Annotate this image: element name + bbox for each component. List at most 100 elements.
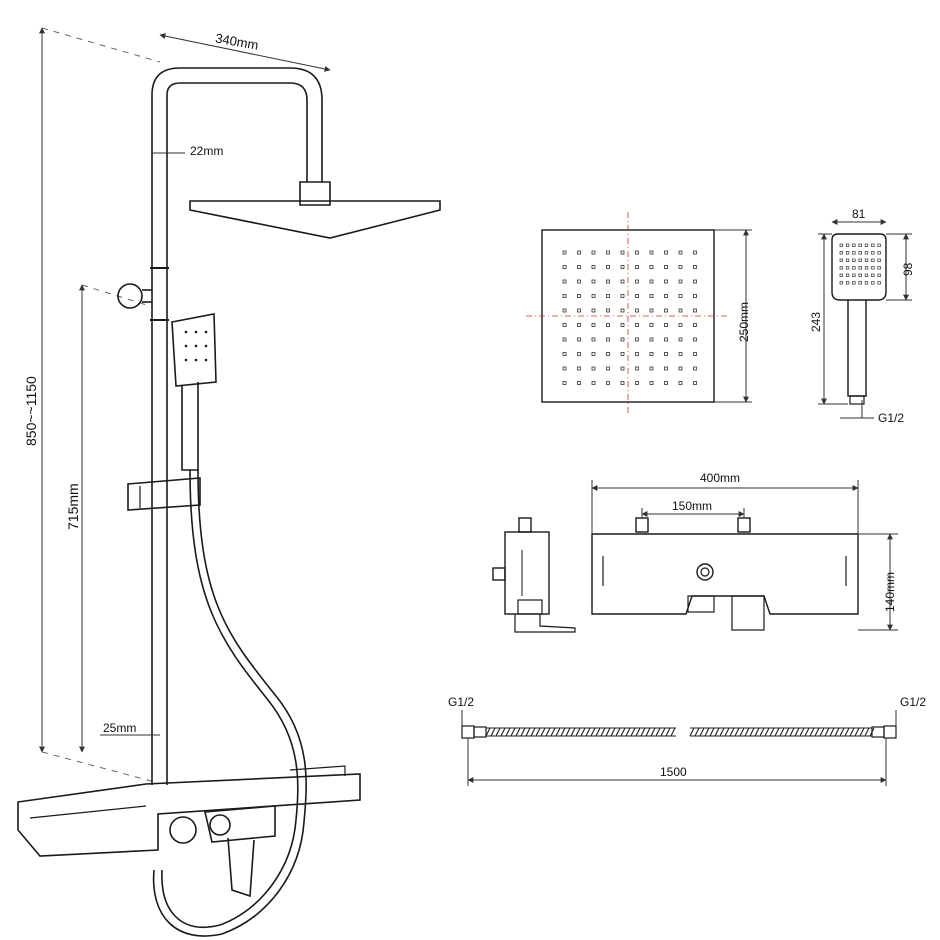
hand-nozzle-dot (839, 251, 843, 255)
nozzle-dot (606, 294, 610, 298)
nozzle-dot (606, 323, 610, 327)
hose-coil (515, 727, 521, 737)
nozzle-dot (678, 265, 683, 269)
hand-nozzle-dot (845, 266, 850, 270)
hand-nozzle-dot (845, 281, 850, 285)
hose-coil (709, 727, 715, 737)
nozzle-dot (562, 323, 567, 327)
nozzle-dot (635, 366, 639, 371)
hose-coil (580, 727, 586, 737)
nozzle-dot (649, 308, 654, 313)
nozzle-dot (620, 294, 625, 298)
nozzle-dot (577, 308, 581, 313)
hose-coil (605, 727, 611, 737)
hose-coil (774, 727, 780, 737)
hose-coil (575, 727, 581, 737)
nozzle-dot (577, 265, 581, 269)
nozzle-dot (693, 337, 697, 342)
hose-coil (525, 727, 531, 737)
nozzle-dot (635, 250, 639, 255)
hose-coil (645, 727, 651, 737)
hand-nozzle-dot (877, 266, 881, 270)
hand-nozzle-dot (852, 251, 856, 255)
nozzle-dot (577, 279, 581, 284)
thermostatic-shelf (17, 765, 361, 898)
nozzle-dot (693, 265, 697, 269)
dim-hose-length-label: 1500 (660, 765, 687, 779)
nozzle-dot (635, 294, 639, 298)
hose-coil (625, 727, 631, 737)
hose-coil (535, 727, 541, 737)
hand-nozzle-dot (858, 251, 862, 255)
hose-coil (704, 727, 710, 737)
hose-coil (610, 727, 616, 737)
shower-column-drawing: 340mm 22mm 850~~1150 715mm 25mm (17, 27, 441, 937)
hand-nozzle-dot (858, 243, 862, 247)
hose-coil (759, 727, 765, 737)
nozzle-dot (635, 265, 639, 269)
nozzle-dot (664, 265, 668, 269)
hose-right-thread-label: G1/2 (900, 695, 926, 709)
hose-coil (719, 727, 725, 737)
hose-coil (620, 727, 626, 737)
hand-nozzle-dot (858, 258, 862, 262)
hand-nozzle-dot (852, 273, 856, 277)
hose-coil (869, 727, 875, 737)
hand-shower-nozzles (839, 243, 881, 285)
dim-slide-height: 715mm (65, 284, 85, 753)
hose-coil (670, 727, 676, 737)
hose-coil (699, 727, 705, 737)
nozzle-dot (678, 323, 683, 327)
hand-nozzle-dot (845, 273, 850, 277)
dim-lower-diameter: 25mm (100, 721, 160, 736)
nozzle-dot (606, 352, 610, 356)
hose-coil (694, 727, 700, 737)
hose-coil (799, 727, 805, 737)
hand-nozzle-dot (852, 281, 856, 285)
nozzle-dot (678, 308, 683, 313)
hose-coil (854, 727, 860, 737)
nozzle-dot (693, 250, 697, 255)
hose-coil (724, 727, 730, 737)
dim-lower-diameter-label: 25mm (103, 721, 136, 735)
hand-nozzle-dot (877, 281, 881, 285)
hand-nozzle-dot (864, 243, 869, 247)
nozzle-dot (693, 294, 697, 298)
dim-valve-spacing-label: 150mm (672, 499, 712, 513)
nozzle-grid (562, 250, 697, 385)
hose-coil (834, 727, 840, 737)
hose-coil (615, 727, 621, 737)
nozzle-dot (664, 352, 668, 356)
hose-coil (640, 727, 646, 737)
hand-nozzle-dot (839, 273, 843, 277)
hose-coil (600, 727, 606, 737)
hand-nozzle-dot (839, 258, 843, 262)
hose-coil (500, 727, 506, 737)
dim-riser-diameter: 22mm (152, 144, 223, 158)
nozzle-dot (577, 366, 581, 371)
nozzle-dot (664, 323, 668, 327)
nozzle-dot (591, 352, 596, 356)
hose-coil (779, 727, 785, 737)
nozzle-dot (591, 265, 596, 269)
hose-coil (650, 727, 656, 737)
nozzle-dot (562, 294, 567, 298)
nozzle-dot (664, 250, 668, 255)
nozzle-dot (562, 381, 567, 385)
nozzle-dot (635, 352, 639, 356)
hand-shower-side (171, 313, 217, 471)
hose-coil (804, 727, 810, 737)
hose-coil (485, 727, 491, 737)
nozzle-dot (664, 381, 668, 385)
nozzle-dot (635, 308, 639, 313)
hose-coil (749, 727, 755, 737)
hose-coil (789, 727, 795, 737)
hand-nozzle-dot (877, 273, 881, 277)
hand-nozzle-dot (852, 258, 856, 262)
nozzle-dot (620, 337, 625, 342)
dim-hand-face-height-label: 98 (901, 262, 915, 276)
hose-coil (545, 727, 551, 737)
hose-coil (595, 727, 601, 737)
hand-nozzle-dot (871, 243, 875, 247)
nozzle-dot (620, 381, 625, 385)
